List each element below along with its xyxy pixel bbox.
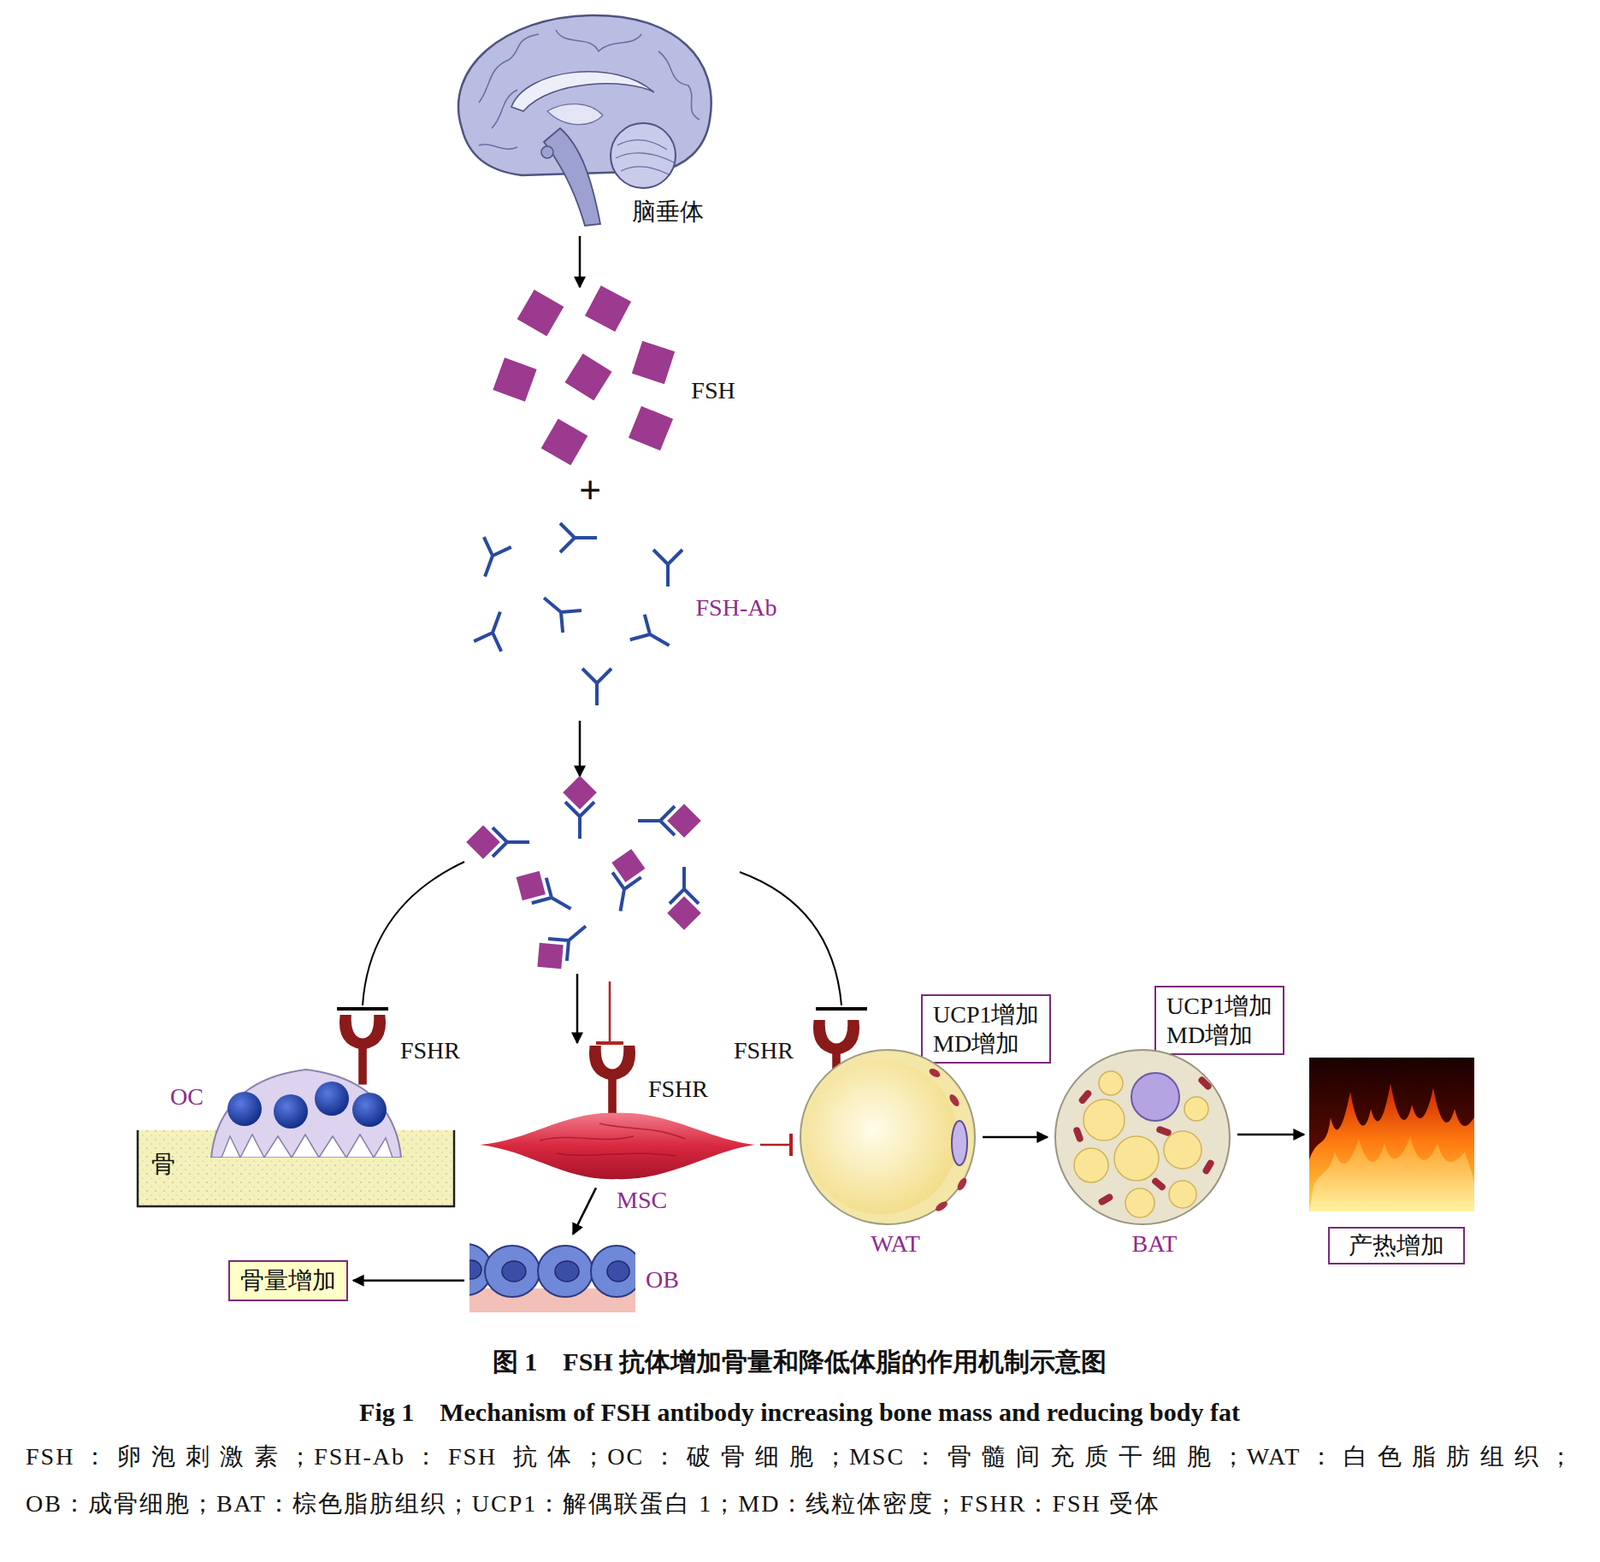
organ-label: 脑垂体 xyxy=(631,198,704,226)
box-text: UCP1增加 MD增加 xyxy=(932,1000,1040,1058)
receptor-label: FSHR xyxy=(400,1037,461,1065)
cell-label: OC xyxy=(170,1083,204,1111)
tissue-label: 骨 xyxy=(151,1151,176,1179)
arrow-connector xyxy=(1237,1133,1305,1137)
osteoclast: OC xyxy=(209,1061,403,1158)
arrow-connector xyxy=(572,1187,597,1234)
english-caption: Fig 1 Mechanism of FSH antibody increasi… xyxy=(359,1398,1240,1429)
plus-sign: + xyxy=(578,468,602,514)
brown-adipocyte xyxy=(1052,1047,1233,1228)
molecule-label: FSH-Ab xyxy=(696,594,778,622)
box-text: 骨量增加 xyxy=(240,1266,337,1296)
result-box: UCP1增加 MD增加 xyxy=(1154,985,1285,1056)
antibodies xyxy=(471,523,683,706)
abbreviation-note: FSH：卵泡刺激素；FSH-Ab：FSH 抗体；OC：破骨细胞；MSC：骨髓间充… xyxy=(25,1443,1575,1471)
cell-label: WAT xyxy=(870,1230,921,1258)
stem-cell: MSC xyxy=(479,1106,756,1184)
cell-label: OB xyxy=(645,1266,679,1294)
fsh-molecules xyxy=(492,285,675,466)
inhibition-connector xyxy=(760,1144,793,1147)
arrow-connector xyxy=(353,1280,465,1283)
receptor-label: FSHR xyxy=(648,1075,709,1104)
osteoblast-cells xyxy=(469,1239,636,1313)
heat-flame-image xyxy=(1309,1057,1475,1212)
heat-image: 产热增加 xyxy=(1309,1057,1475,1212)
osteoclast-cell xyxy=(209,1061,403,1158)
antibody-fsh-complexes xyxy=(466,775,702,981)
figure-caption: 图 1 FSH 抗体增加骨量和降低体脂的作用机制示意图 xyxy=(492,1345,1107,1381)
fsh-receptors xyxy=(339,1015,860,1116)
result-box: UCP1增加 MD增加 xyxy=(921,994,1051,1064)
result-box-text: 产热增加 xyxy=(1328,1227,1465,1265)
abbreviation-note: OB：成骨细胞；BAT：棕色脂肪组织；UCP1：解偶联蛋白 1；MD：线粒体密度… xyxy=(25,1490,1161,1518)
box-text: UCP1增加 MD增加 xyxy=(1166,991,1273,1050)
receptor-label: FSHR xyxy=(733,1037,794,1065)
brown-fat-cell: BAT xyxy=(1052,1047,1233,1228)
brain-illustration xyxy=(458,15,712,226)
white-fat-cell: WAT xyxy=(797,1047,978,1228)
cell-label: MSC xyxy=(616,1186,668,1215)
arrow-connector xyxy=(982,1136,1048,1140)
result-box: 骨量增加 xyxy=(228,1260,349,1302)
osteoblast: OB xyxy=(469,1239,636,1313)
cell-label: BAT xyxy=(1132,1230,1178,1258)
stem-cell xyxy=(479,1106,756,1184)
molecule-label: FSH xyxy=(690,377,735,405)
white-adipocyte xyxy=(797,1047,978,1228)
